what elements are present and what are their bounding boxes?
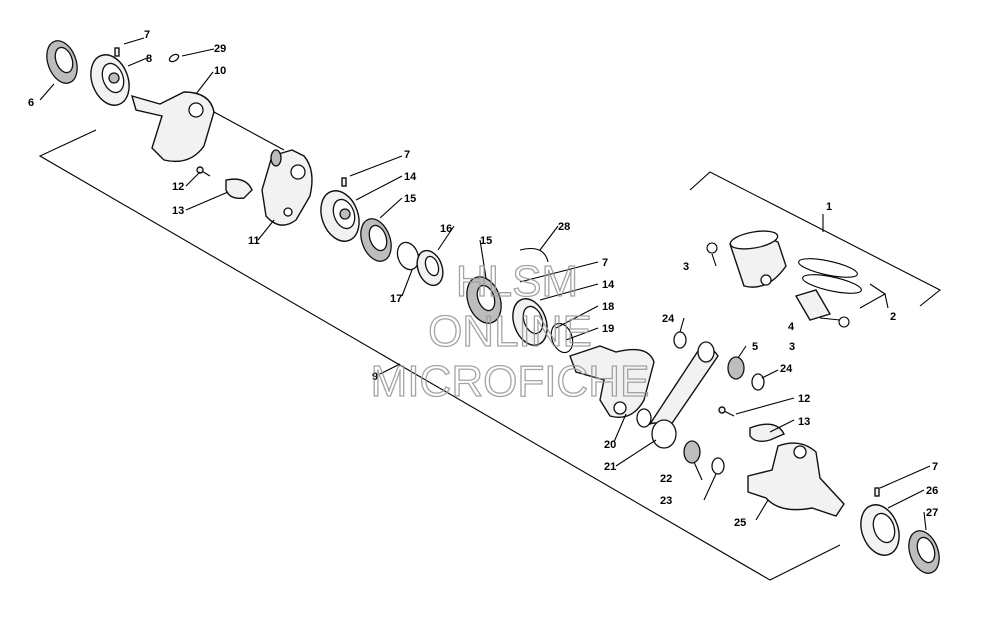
piston-1 bbox=[729, 230, 787, 288]
bearing-5 bbox=[727, 356, 745, 380]
callout-13b: 13 bbox=[798, 416, 810, 428]
watermark-line1: HLSM bbox=[456, 257, 578, 306]
callout-3a: 3 bbox=[683, 261, 689, 273]
callout-16: 16 bbox=[440, 223, 452, 235]
leader-lines bbox=[39, 37, 931, 531]
callout-4: 4 bbox=[788, 321, 795, 333]
callout-21: 21 bbox=[604, 461, 616, 473]
callout-12a: 12 bbox=[172, 181, 184, 193]
washer-24b bbox=[751, 373, 765, 391]
callout-19: 19 bbox=[602, 323, 614, 335]
bearing-26 bbox=[860, 504, 900, 556]
callout-9: 9 bbox=[372, 371, 378, 383]
ring-bracket-2 bbox=[859, 283, 889, 309]
callout-10: 10 bbox=[214, 65, 226, 77]
callout-12b: 12 bbox=[798, 393, 810, 405]
crank-half-11 bbox=[261, 149, 313, 226]
callout-3b: 3 bbox=[789, 341, 795, 353]
bearing-8 bbox=[90, 54, 130, 106]
callout-26: 26 bbox=[926, 485, 938, 497]
callout-11: 11 bbox=[248, 235, 260, 247]
callout-7d: 7 bbox=[932, 461, 938, 473]
callout-8: 8 bbox=[146, 53, 152, 65]
seal-27 bbox=[908, 530, 940, 574]
connecting-rod-21 bbox=[648, 341, 719, 449]
bearing-16 bbox=[416, 249, 444, 287]
callouts: 1 2 3 3 4 5 6 7 7 7 7 8 9 10 11 12 12 13… bbox=[28, 29, 938, 529]
callout-5: 5 bbox=[752, 341, 758, 353]
clip-19 bbox=[550, 322, 574, 354]
callout-13a: 13 bbox=[172, 205, 184, 217]
callout-15a: 15 bbox=[404, 193, 416, 205]
callout-2: 2 bbox=[890, 311, 896, 323]
bearing-14a bbox=[320, 190, 360, 242]
assembly-bracket-1 bbox=[689, 171, 942, 307]
callout-1: 1 bbox=[826, 201, 832, 213]
watermark: HLSM ONLINE MICROFICHE bbox=[370, 256, 650, 406]
screw-12b bbox=[718, 406, 735, 417]
callout-17: 17 bbox=[390, 293, 402, 305]
crank-half-10 bbox=[130, 91, 285, 163]
callout-24b: 24 bbox=[780, 363, 793, 375]
callout-23: 23 bbox=[660, 495, 672, 507]
callout-7c: 7 bbox=[602, 257, 608, 269]
bearing-14b bbox=[512, 298, 548, 346]
callout-28: 28 bbox=[558, 221, 570, 233]
crank-half-25 bbox=[747, 442, 845, 517]
callout-6: 6 bbox=[28, 97, 34, 109]
key-29 bbox=[168, 53, 180, 63]
callout-14a: 14 bbox=[404, 171, 417, 183]
callout-15b: 15 bbox=[480, 235, 492, 247]
weight-13b bbox=[749, 423, 785, 443]
watermark-line3: MICROFICHE bbox=[371, 357, 650, 406]
seal-6 bbox=[46, 40, 78, 84]
screw-12a bbox=[196, 166, 211, 177]
watermark-line2: ONLINE bbox=[428, 307, 592, 356]
callout-7a: 7 bbox=[144, 29, 150, 41]
pin-7b bbox=[341, 177, 347, 187]
callout-18: 18 bbox=[602, 301, 614, 313]
circlip-3b bbox=[838, 316, 850, 328]
pin-7c bbox=[874, 487, 880, 497]
callout-25: 25 bbox=[734, 517, 746, 529]
washer-24a bbox=[673, 331, 687, 349]
callout-7b: 7 bbox=[404, 149, 410, 161]
seal-15a bbox=[360, 218, 392, 262]
callout-27: 27 bbox=[926, 507, 938, 519]
callout-29: 29 bbox=[214, 43, 226, 55]
washer-23 bbox=[711, 457, 725, 475]
ring-17 bbox=[396, 241, 420, 271]
wrist-pin-4 bbox=[794, 289, 832, 321]
callout-20: 20 bbox=[604, 439, 616, 451]
seal-15b bbox=[466, 276, 502, 324]
ring-28 bbox=[519, 247, 549, 263]
callout-22: 22 bbox=[660, 473, 672, 485]
circlip-3a bbox=[706, 242, 718, 254]
weight-13a bbox=[225, 178, 253, 200]
bearing-22 bbox=[683, 440, 701, 464]
assembly-bracket-9 bbox=[38, 129, 841, 581]
rings-2 bbox=[798, 258, 862, 294]
pin-7a bbox=[114, 47, 120, 57]
callout-24a: 24 bbox=[662, 313, 675, 325]
callout-14b: 14 bbox=[602, 279, 615, 291]
crank-half-20 bbox=[569, 345, 655, 428]
